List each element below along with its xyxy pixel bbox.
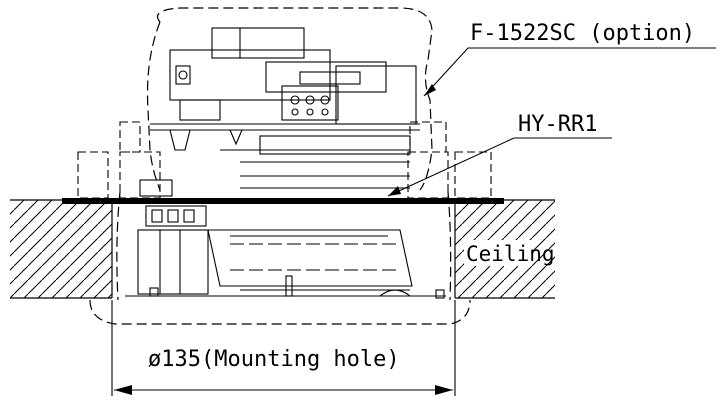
leader-arrow-ring (388, 186, 401, 196)
label-ceiling: Ceiling (466, 242, 555, 266)
hy-rr1-ring (62, 198, 504, 204)
option-unit-body (139, 27, 420, 197)
label-ring: HY-RR1 (518, 112, 597, 137)
label-dimension: ø135(Mounting hole) (148, 347, 400, 372)
option-unit-outline (156, 7, 433, 191)
speaker-body (125, 205, 446, 299)
speaker-hidden-lines (230, 243, 400, 291)
leader-lines (387, 47, 716, 197)
ceiling-left (10, 199, 113, 299)
leader-arrow-option (424, 84, 436, 96)
ceiling-right (454, 199, 555, 299)
dimension (111, 300, 456, 396)
dimension-arrow-right (435, 385, 453, 395)
dimension-arrow-left (114, 385, 132, 395)
label-option-unit: F-1522SC (option) (470, 21, 695, 46)
